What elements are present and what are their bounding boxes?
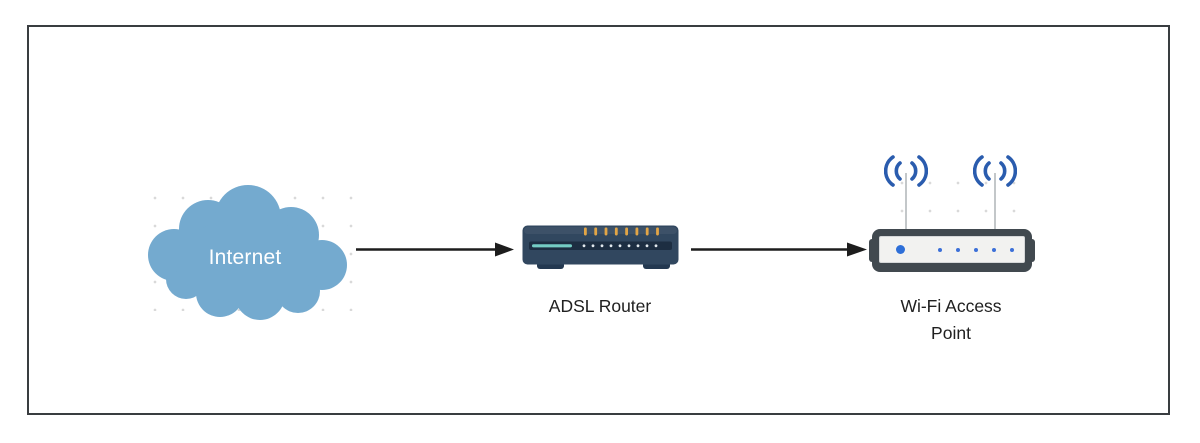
status-led <box>1010 247 1014 252</box>
node-wifi-access-point <box>867 154 1037 274</box>
node-internet: Internet <box>148 181 348 323</box>
cloud-icon <box>148 185 347 320</box>
access-point-panel <box>879 236 1025 263</box>
status-led <box>938 247 942 252</box>
led-dots <box>582 244 658 248</box>
status-led <box>956 247 960 252</box>
adsl-router-label: ADSL Router <box>548 296 652 316</box>
wifi-access-point-label: Wi-Fi Access Point <box>900 296 1002 344</box>
wifi-signal-icon <box>973 155 1017 187</box>
access-point-icon <box>869 229 1035 272</box>
port-ticks <box>584 227 659 236</box>
status-led <box>992 247 996 252</box>
internet-label: Internet <box>208 246 282 269</box>
power-led <box>896 245 905 254</box>
adsl-router-icon <box>522 225 679 269</box>
status-led <box>974 247 978 252</box>
arrow-router-to-ap-icon <box>691 242 867 257</box>
antenna <box>905 173 907 233</box>
wifi-signal-icon <box>884 155 928 187</box>
antenna <box>994 173 996 233</box>
diagram-border: Internet <box>27 25 1170 415</box>
node-adsl-router <box>522 225 679 271</box>
arrow-internet-to-router-icon <box>356 242 514 257</box>
